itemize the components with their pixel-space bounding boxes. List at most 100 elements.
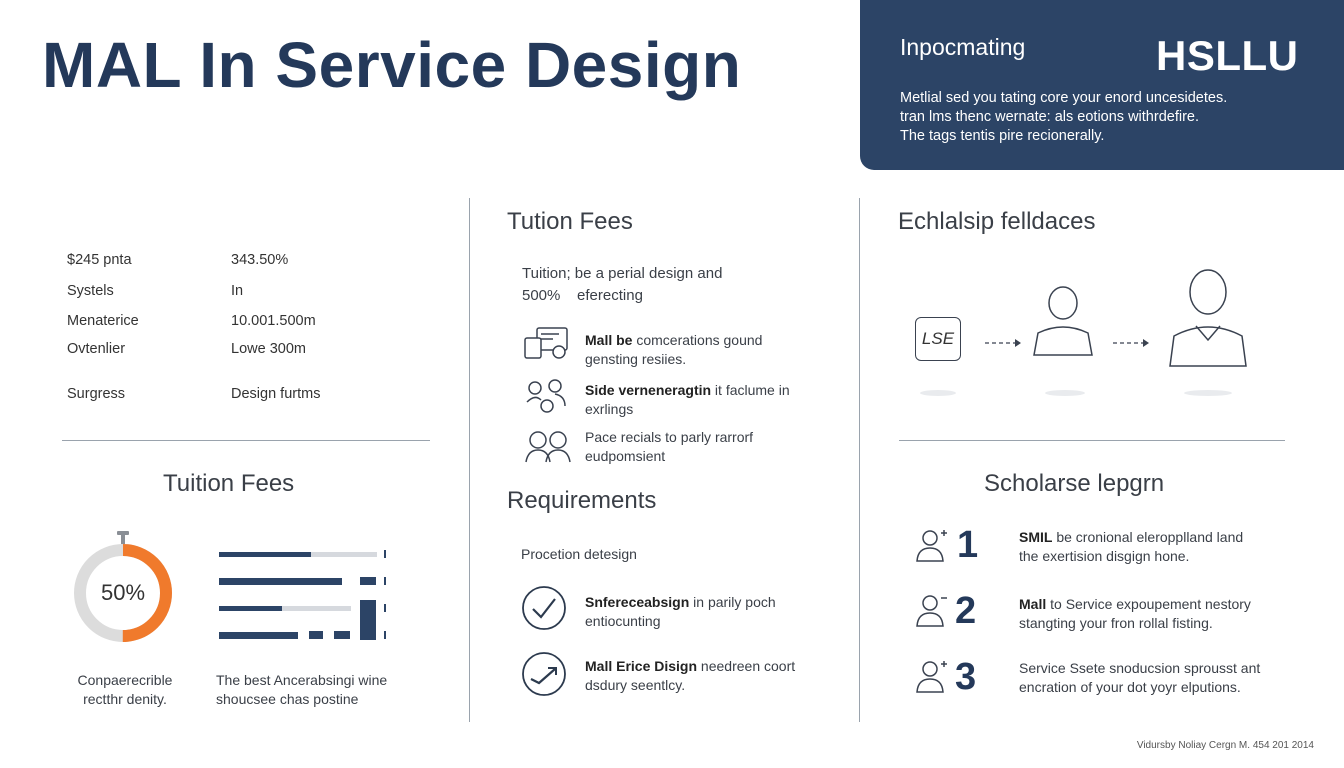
item-text: comcerations gound: [632, 332, 763, 348]
user-plus-icon: [916, 530, 947, 562]
bar-tick: [384, 631, 386, 639]
footer-credit: Vidursby Noliay Cergn M. 454 201 2014: [1136, 740, 1314, 751]
donut-caption: Conpaerecrible rectthr denity.: [70, 671, 180, 709]
caption-line: rectthr denity.: [83, 691, 167, 707]
bar-segment: [309, 631, 323, 639]
devices-icon: [524, 327, 568, 359]
step-item: Service Ssete snoducsion sprousst ant en…: [1019, 659, 1260, 697]
info-line: tran lms thenc wernate: als eotions with…: [900, 109, 1199, 125]
bar-list: [219, 548, 389, 643]
scholarship-steps-heading: Scholarse lepgrn: [984, 470, 1165, 497]
item-bold: Side verneneragtin: [585, 382, 712, 398]
info-text: Metlial sed you tating core your enord u…: [900, 89, 1320, 146]
item-text: the exertision disgign hone.: [1019, 548, 1190, 564]
donut-fill: [74, 544, 172, 642]
column-divider: [859, 198, 860, 722]
bar-segment: [360, 577, 376, 585]
stat-label: $245 pnta: [67, 252, 132, 268]
item-text: encration of your dot yoyr elputions.: [1019, 679, 1241, 695]
bar-column: [360, 600, 376, 640]
scholarship-heading: Echlalsip felldaces: [898, 208, 1096, 235]
caption-line: The best Ancerabsingi wine: [216, 672, 388, 688]
item-text: entiocunting: [585, 613, 661, 629]
requirements-heading: Requirements: [507, 487, 657, 514]
item-text: exrlings: [585, 401, 634, 417]
caption-line: shoucsee chas postine: [216, 691, 359, 707]
item-text: needreen coort: [697, 658, 796, 674]
step-number: 2: [955, 590, 977, 632]
feature-item: Side verneneragtin it faclume in exrling…: [585, 381, 790, 419]
info-panel: Inpocmating HSLLU Metlial sed you tating…: [860, 0, 1344, 170]
bar-tick: [384, 604, 386, 612]
person-icon: [1033, 286, 1093, 356]
user-plus-icon: [916, 661, 947, 693]
dashed-arrow-icon: [1113, 339, 1149, 347]
requirement-item: Snfereceabsign in parily poch entiocunti…: [585, 593, 776, 631]
bar-fill: [219, 606, 282, 611]
feature-item: Pace recials to parly rarrorf eudpomsien…: [585, 428, 753, 466]
item-bold: Mall be: [585, 332, 633, 348]
stat-label: Ovtenlier: [67, 341, 126, 357]
stat-value: Lowe 300m: [231, 341, 306, 357]
bar-fill: [219, 632, 298, 639]
people-network-icon: [526, 379, 566, 413]
step-number: 3: [955, 656, 977, 698]
bar-tick: [384, 550, 386, 558]
item-text: dsdury seentlcy.: [585, 677, 686, 693]
item-text: eudpomsient: [585, 448, 666, 464]
bars-caption: The best Ancerabsingi wine shoucsee chas…: [216, 671, 416, 709]
stat-value: In: [231, 283, 244, 299]
shadow: [1045, 390, 1085, 396]
item-text: in parily poch: [689, 594, 776, 610]
item-bold: Snfereceabsign: [585, 594, 690, 610]
item-text: stangting your fron rollal fisting.: [1019, 615, 1213, 631]
people-pair-icon: [525, 431, 571, 463]
user-plus-icon: [916, 595, 947, 627]
item-text: be cronional eleropplland land: [1052, 529, 1244, 545]
stat-label: Menaterice: [67, 313, 139, 329]
bar-track: [219, 606, 351, 611]
graduate-person-icon: [1169, 269, 1247, 367]
bar-fill: [219, 578, 342, 585]
stat-label: Surgress: [67, 386, 126, 402]
lse-box: LSE: [915, 317, 961, 361]
dashed-arrow-icon: [985, 339, 1021, 347]
intro-line: 500% eferecting: [522, 287, 643, 304]
info-line: Metlial sed you tating core your enord u…: [900, 90, 1228, 106]
shadow: [920, 390, 956, 396]
donut-label: 50%: [101, 580, 145, 605]
item-text: gensting resiies.: [585, 351, 687, 367]
shadow: [1184, 390, 1232, 396]
info-heading: Inpocmating: [900, 34, 1026, 60]
stat-value: 10.001.500m: [231, 313, 316, 329]
brand-logo: HSLLU: [1156, 32, 1299, 79]
check-circle-icon: [522, 586, 566, 630]
bar-tick: [384, 577, 386, 585]
tuition-intro: Tuition; be a perial design and 500% efe…: [522, 263, 722, 307]
info-line: The tags tentis pire recionerally.: [900, 128, 1105, 144]
step-number: 1: [957, 524, 979, 566]
item-bold: Mall: [1019, 596, 1047, 612]
page-title: MAL In Service Design: [42, 29, 742, 101]
timer-knob: [117, 531, 129, 535]
step-item: SMIL be cronional eleropplland land the …: [1019, 528, 1243, 566]
feature-item: Mall be comcerations gound gensting resi…: [585, 331, 762, 369]
item-bold: SMIL: [1019, 529, 1053, 545]
requirement-item: Mall Erice Disign needreen coort dsdury …: [585, 657, 795, 695]
caption-line: Conpaerecrible: [77, 672, 173, 688]
step-item: Mall to Service expoupement nestory stan…: [1019, 595, 1251, 633]
item-bold: Mall Erice Disign: [585, 658, 698, 674]
progress-donut: 50%: [74, 531, 172, 642]
tuition-fees-heading: Tution Fees: [507, 208, 633, 235]
trend-circle-icon: [522, 652, 566, 696]
column-divider: [469, 198, 470, 722]
item-text: it faclume in: [711, 382, 790, 398]
timer-stem: [121, 534, 125, 544]
item-text: Service Ssete snoducsion sprousst ant: [1019, 660, 1261, 676]
section-divider: [899, 440, 1285, 441]
stat-value: 343.50%: [231, 252, 289, 268]
stat-label: Systels: [67, 283, 114, 299]
section-divider: [62, 440, 430, 441]
bar-segment: [334, 631, 350, 639]
bar-fill: [219, 552, 311, 557]
